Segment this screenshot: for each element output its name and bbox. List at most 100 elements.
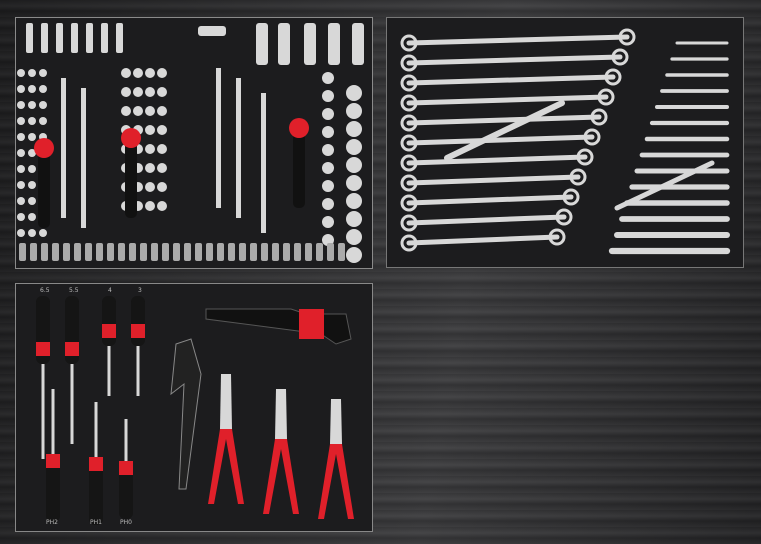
pliers-jaw <box>220 374 232 429</box>
phillips-screwdriver-collar <box>46 454 60 468</box>
socket <box>17 213 25 221</box>
socket <box>28 117 36 125</box>
bit <box>272 243 279 261</box>
socket <box>322 126 334 138</box>
bit <box>217 243 224 261</box>
socket <box>28 85 36 93</box>
socket <box>145 144 155 154</box>
ring-end <box>400 74 418 92</box>
deep-socket <box>86 23 93 53</box>
ring-end <box>400 174 418 192</box>
ring-spanner <box>406 114 602 126</box>
socket <box>28 101 36 109</box>
ring-end <box>583 128 601 146</box>
socket <box>39 101 47 109</box>
phillips-screwdriver-collar <box>119 461 133 475</box>
socket <box>157 182 167 192</box>
bit <box>195 243 202 261</box>
socket <box>145 125 155 135</box>
socket <box>17 181 25 189</box>
extension-bar <box>236 78 241 218</box>
pliers-handle <box>208 429 244 504</box>
socket <box>17 69 25 77</box>
wrench-set-image <box>400 28 731 255</box>
long-socket <box>256 23 268 65</box>
deep-socket <box>71 23 78 53</box>
bit <box>173 243 180 261</box>
socket <box>145 87 155 97</box>
phillips-screwdriver-blade <box>94 402 98 457</box>
socket <box>346 157 362 173</box>
hex-key-set <box>205 308 352 345</box>
slotted-screwdriver-collar <box>131 324 145 338</box>
ring-spanner <box>406 94 609 106</box>
socket <box>133 87 143 97</box>
socket <box>145 182 155 192</box>
socket <box>322 72 334 84</box>
bit <box>129 243 136 261</box>
slotted-screwdriver-blade <box>41 364 45 459</box>
socket <box>121 87 131 97</box>
bit <box>151 243 158 261</box>
phillips-screwdriver-handle <box>119 461 133 519</box>
deep-socket <box>26 23 33 53</box>
socket <box>28 133 36 141</box>
socket <box>157 201 167 211</box>
socket <box>157 125 167 135</box>
phillips-screwdriver-blade <box>51 389 55 454</box>
bit <box>52 243 59 261</box>
socket <box>28 213 36 221</box>
bit <box>85 243 92 261</box>
bit <box>338 243 345 261</box>
socket <box>157 68 167 78</box>
pliers-handle <box>263 439 299 514</box>
deep-socket <box>56 23 63 53</box>
long-socket <box>328 23 340 65</box>
socket <box>322 108 334 120</box>
bit <box>118 243 125 261</box>
screwdriver-size-label: 6.5 <box>40 287 50 294</box>
ring-end <box>604 68 622 86</box>
bit <box>140 243 147 261</box>
ring-spanner <box>406 234 560 246</box>
socket <box>17 149 25 157</box>
ring-end <box>400 134 418 152</box>
screwdriver-size-label: 4 <box>108 287 112 294</box>
bit <box>250 243 257 261</box>
screwdriver-size-label: PH1 <box>90 519 102 526</box>
ring-end <box>576 148 594 166</box>
socket <box>322 90 334 102</box>
socket <box>322 144 334 156</box>
socket <box>157 87 167 97</box>
socket <box>121 106 131 116</box>
socket <box>157 106 167 116</box>
socket <box>322 216 334 228</box>
bit <box>261 243 268 261</box>
bit <box>162 243 169 261</box>
ring-end <box>555 208 573 226</box>
phillips-screwdriver-handle <box>46 454 60 522</box>
slotted-screwdriver-handle <box>102 296 116 346</box>
socket <box>17 229 25 237</box>
socket <box>28 69 36 77</box>
bit <box>19 243 26 261</box>
bit <box>74 243 81 261</box>
long-socket <box>198 26 226 36</box>
socket <box>346 139 362 155</box>
socket <box>17 197 25 205</box>
screwdriver-pliers-tray: 6.5 5.5 4 3 PH2 PH1 PH0 <box>15 283 373 532</box>
bit <box>283 243 290 261</box>
bit <box>327 243 334 261</box>
socket <box>28 229 36 237</box>
slotted-screwdriver-blade <box>136 346 140 396</box>
socket <box>322 180 334 192</box>
bit <box>63 243 70 261</box>
ratchet-head <box>121 128 141 148</box>
socket <box>346 211 362 227</box>
water-pump-pliers <box>170 338 202 490</box>
socket <box>145 163 155 173</box>
ring-spanner <box>406 174 581 186</box>
ring-spanner <box>406 134 595 146</box>
ratchet-head <box>34 138 54 158</box>
ratchet-handle <box>38 148 50 228</box>
